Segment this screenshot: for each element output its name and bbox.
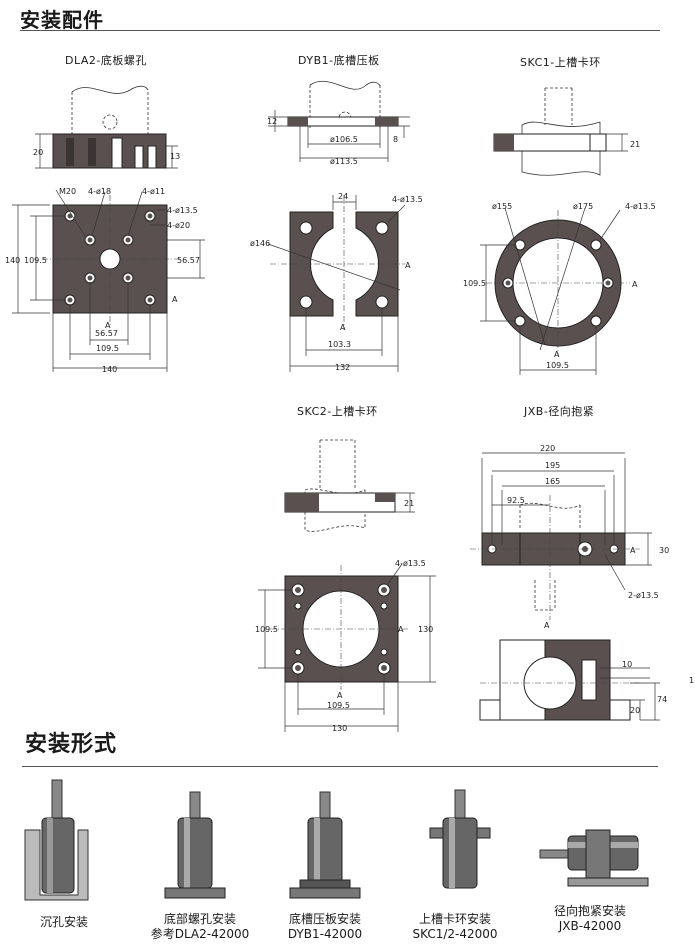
dla2-label-h20: 4-ø20	[167, 221, 190, 230]
jxb-dim-1: 1	[689, 676, 694, 685]
skc1-dim-21: 21	[630, 140, 640, 149]
dla2-label-m20: M20	[59, 187, 76, 196]
dyb1-label-h135: 4-ø13.5	[392, 195, 423, 204]
skc1-dim-155: ø155	[492, 202, 512, 211]
install-bottom-plate-drawing	[289, 791, 361, 899]
skc1-label-h135: 4-ø13.5	[625, 202, 656, 211]
skc2-dim-1095v: 109.5	[255, 625, 278, 634]
skc2-dim-130h: 130	[332, 724, 347, 733]
jxb-dim-165: 165	[545, 477, 560, 486]
section-rule-top	[20, 30, 660, 31]
dla2-dim-1095v: 109.5	[24, 256, 47, 265]
dyb1-dim-8: 8	[393, 135, 398, 144]
jxb-label-a-bottom: A	[544, 621, 550, 630]
install-caption-radial-clamp: 径向抱紧安装 JXB-42000	[530, 904, 650, 934]
skc2-dim-1095h: 109.5	[327, 701, 350, 710]
dla2-dim-20: 20	[33, 148, 43, 157]
dyb1-title: DYB1-底槽压板	[298, 54, 380, 67]
dyb1-label-a-bottom: A	[340, 323, 346, 332]
skc1-label-a-right: A	[632, 280, 638, 289]
jxb-dim-195: 195	[545, 461, 560, 470]
jxb-dim-220: 220	[540, 444, 555, 453]
install-caption-top-ring-line2: SKC1/2-42000	[412, 927, 498, 941]
dyb1-side-view: 12 8 ø106.5 ø113.5	[267, 80, 410, 166]
dyb1-dim-24: 24	[338, 192, 348, 201]
skc1-top-view: ø155 ø175 4-ø13.5 109.5 A A 109.5	[463, 202, 656, 375]
dla2-dim-5657r: 56.57	[177, 256, 200, 265]
dla2-dim-1095h: 109.5	[96, 344, 119, 353]
jxb-dim-74: 74	[657, 695, 667, 704]
dla2-dim-13: 13	[170, 152, 180, 161]
install-caption-countersunk-line1: 沉孔安装	[39, 915, 88, 929]
install-caption-bottom-plate-line1: 底槽压板安装	[288, 912, 361, 926]
install-caption-countersunk: 沉孔安装	[14, 915, 114, 930]
dla2-dim-140v: 140	[5, 256, 20, 265]
skc1-dim-1095h: 109.5	[546, 361, 569, 370]
section-title-accessories: 安装配件	[20, 8, 104, 32]
skc2-title: SKC2-上槽卡环	[297, 405, 378, 418]
skc2-dim-21: 21	[404, 499, 414, 508]
skc2-top-view: 4-ø13.5 109.5 130 A A 109.5 130	[255, 559, 436, 733]
skc2-dim-130v: 130	[418, 625, 433, 634]
dla2-label-a-bottom: A	[105, 321, 111, 330]
install-countersunk-drawing	[24, 779, 89, 901]
dyb1-dim-1065: ø106.5	[330, 135, 358, 144]
skc1-title: SKC1-上槽卡环	[520, 56, 601, 69]
dla2-label-h11: 4-ø11	[142, 187, 165, 196]
skc1-dim-175: ø175	[573, 202, 593, 211]
skc2-label-a-right: A	[398, 625, 404, 634]
dla2-side-view: 20 13	[33, 85, 180, 169]
install-bottom-thread-drawing	[164, 791, 226, 899]
install-radial-clamp-drawing	[539, 829, 649, 887]
install-caption-bottom-plate: 底槽压板安装 DYB1-42000	[270, 912, 380, 942]
jxb-dim-925: 92.5	[507, 496, 525, 505]
section-rule-install	[22, 766, 658, 767]
jxb-front-view: 220 195 165 92.5 30 A 2-ø13.5 A	[470, 444, 669, 630]
skc2-label-h135: 4-ø13.5	[395, 559, 426, 568]
dla2-label-a-right: A	[172, 295, 178, 304]
dyb1-dim-12: 12	[267, 117, 277, 126]
dyb1-dim-146: ø146	[250, 239, 270, 248]
dla2-label-h18: 4-ø18	[88, 187, 111, 196]
skc1-side-view: 21	[493, 87, 640, 176]
dla2-dim-140h: 140	[102, 365, 117, 374]
jxb-dim-30: 30	[659, 546, 669, 555]
jxb-label-a-right: A	[630, 546, 636, 555]
skc2-label-a-bottom: A	[337, 691, 343, 700]
install-caption-top-ring-line1: 上槽卡环安装	[418, 912, 491, 926]
jxb-label-h135: 2-ø13.5	[628, 591, 659, 600]
jxb-dim-20: 20	[630, 706, 640, 715]
install-caption-bottom-plate-line2: DYB1-42000	[287, 927, 363, 941]
section-title-install-types: 安装形式	[25, 732, 118, 757]
install-caption-bottom-thread-line1: 底部螺孔安装	[163, 912, 236, 926]
install-caption-bottom-thread-line2: 参考DLA2-42000	[150, 927, 250, 941]
dla2-label-h135: 4-ø13.5	[167, 206, 198, 215]
install-caption-radial-clamp-line2: JXB-42000	[558, 919, 622, 933]
dla2-top-view: M20 4-ø18 4-ø11 4-ø13.5 4-ø20 140 109.5 …	[5, 187, 205, 374]
dyb1-label-a-right: A	[405, 261, 411, 270]
dyb1-dim-132: 132	[335, 363, 350, 372]
dyb1-top-view: 24 4-ø13.5 ø146 A A 103.3 132	[250, 192, 423, 372]
jxb-title: JXB-径向抱紧	[524, 405, 595, 418]
dyb1-dim-1135: ø113.5	[330, 157, 358, 166]
install-caption-radial-clamp-line1: 径向抱紧安装	[553, 904, 626, 918]
install-caption-top-ring: 上槽卡环安装 SKC1/2-42000	[395, 912, 515, 942]
jxb-dim-10: 10	[622, 660, 632, 669]
skc1-dim-1095v: 109.5	[463, 279, 486, 288]
install-top-ring-drawing	[429, 789, 491, 889]
dla2-title: DLA2-底板螺孔	[65, 54, 147, 67]
dla2-dim-5657b: 56.57	[95, 329, 118, 338]
skc1-label-a-bottom: A	[554, 350, 560, 359]
install-caption-bottom-thread: 底部螺孔安装 参考DLA2-42000	[135, 912, 265, 942]
skc2-side-view: 21	[284, 439, 415, 532]
dyb1-dim-1033: 103.3	[328, 340, 351, 349]
jxb-side-view: 10 74 20 1	[479, 639, 694, 721]
